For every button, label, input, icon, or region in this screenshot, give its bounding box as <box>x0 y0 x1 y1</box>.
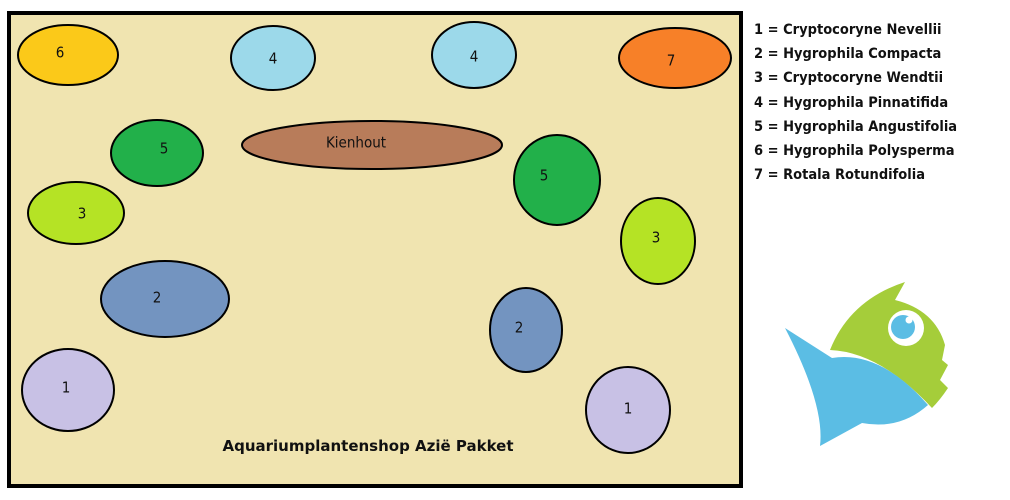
legend-item: 2 = Hygrophila Compacta <box>754 46 942 63</box>
label-2: 2 <box>515 319 524 337</box>
plant-2-right <box>489 287 563 373</box>
plant-7 <box>618 27 732 89</box>
plant-5-right <box>513 134 601 226</box>
label-1: 1 <box>624 400 633 418</box>
label-3: 3 <box>78 205 87 223</box>
legend-item: 3 = Cryptocoryne Wendtii <box>754 70 944 87</box>
label-1: 1 <box>62 379 71 397</box>
plant-6 <box>17 24 119 86</box>
kienhout-driftwood <box>241 120 503 170</box>
legend-item: 5 = Hygrophila Angustifolia <box>754 118 958 135</box>
plant-4-right <box>431 21 517 89</box>
plant-3-right <box>620 197 696 285</box>
label-kienhout: Kienhout <box>326 134 386 152</box>
label-4: 4 <box>269 50 278 68</box>
legend-item: 6 = Hygrophila Polysperma <box>754 143 955 160</box>
plant-3-left <box>27 181 125 245</box>
plant-5-left <box>110 119 204 187</box>
label-5: 5 <box>160 140 169 158</box>
plant-4-left <box>230 25 316 91</box>
legend-item: 4 = Hygrophila Pinnatifida <box>754 94 949 111</box>
plant-1-left <box>21 348 115 432</box>
fish-logo-icon <box>785 282 948 446</box>
plant-2-left <box>100 260 230 338</box>
plant-legend: 1 = Cryptocoryne Nevellii 2 = Hygrophila… <box>754 18 980 187</box>
label-7: 7 <box>667 52 676 70</box>
diagram-caption: Aquariumplantenshop Azië Pakket <box>222 437 513 455</box>
label-5: 5 <box>540 167 549 185</box>
legend-item: 7 = Rotala Rotundifolia <box>754 167 926 184</box>
label-2: 2 <box>153 289 162 307</box>
plant-1-right <box>585 366 671 454</box>
legend-item: 1 = Cryptocoryne Nevellii <box>754 22 942 38</box>
label-4: 4 <box>470 48 479 66</box>
label-3: 3 <box>652 229 661 247</box>
label-6: 6 <box>56 44 65 62</box>
